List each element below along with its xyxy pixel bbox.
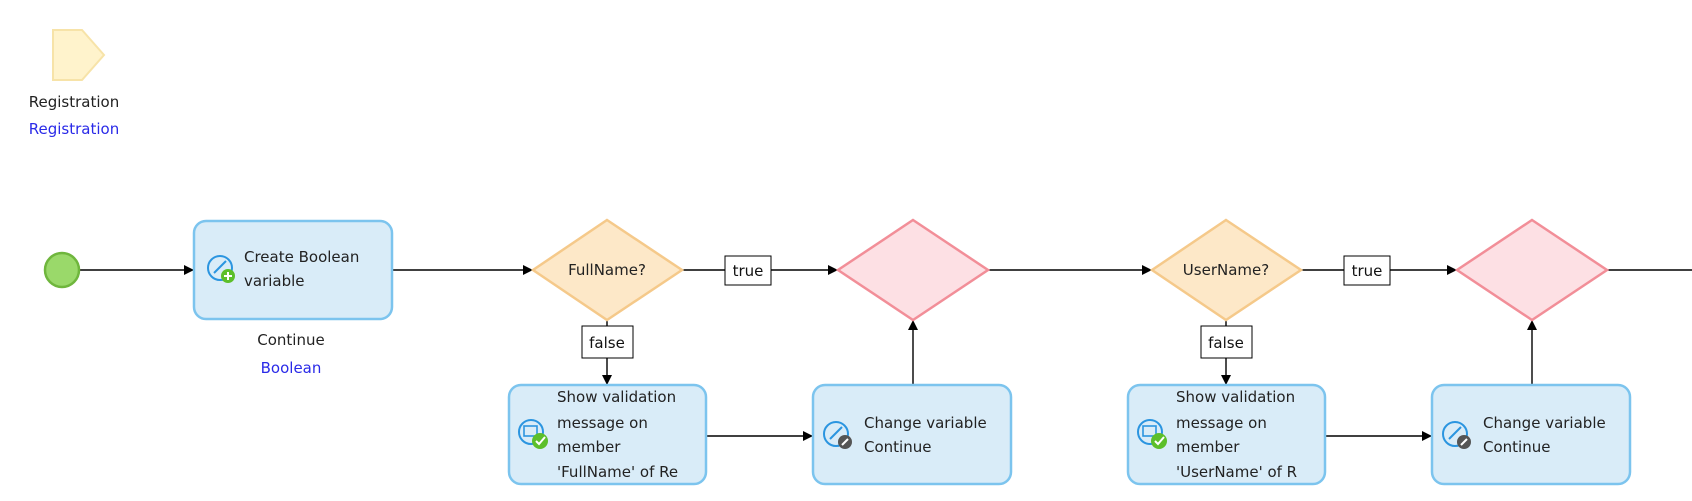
decision-label: FullName?	[568, 261, 646, 279]
decision-username[interactable]: UserName?	[1149, 218, 1304, 322]
activity-label-line: variable	[244, 272, 305, 290]
edge-label-false: false	[581, 325, 634, 359]
decision-fullname[interactable]: FullName?	[530, 218, 685, 322]
activity-label-line: member	[557, 438, 621, 456]
edge-label-true: true	[1343, 255, 1391, 286]
svg-text:true: true	[1352, 262, 1383, 280]
parameter-registration[interactable]: Registration Registration	[29, 29, 119, 138]
activity-change-variable[interactable]: Change variable Continue	[1430, 383, 1632, 486]
activity-change-variable[interactable]: Change variable Continue	[811, 383, 1013, 486]
change-variable-icon	[823, 421, 852, 449]
activity-label-line: Change variable	[1483, 414, 1606, 432]
edge-label-true: true	[724, 255, 772, 286]
start-event-icon[interactable]	[43, 251, 81, 289]
svg-text:false: false	[589, 334, 625, 352]
svg-text:false: false	[1208, 334, 1244, 352]
variable-output-name: Continue	[257, 331, 324, 349]
activity-label-line: Show validation	[1176, 388, 1295, 406]
activity-label-line: member	[1176, 438, 1240, 456]
sequence-flows	[80, 265, 1692, 441]
parameter-icon	[52, 29, 106, 81]
activity-create-variable[interactable]: Create Boolean variable	[192, 219, 394, 321]
merge-gateway[interactable]	[1454, 218, 1610, 322]
activity-label-line: Change variable	[864, 414, 987, 432]
activity-label-line: 'UserName' of R	[1176, 463, 1297, 481]
parameter-name: Registration	[29, 93, 119, 111]
activity-label-line: 'FullName' of Re	[557, 463, 678, 481]
create-variable-icon	[207, 255, 235, 283]
activity-label-line: message on	[1176, 414, 1267, 432]
activity-label-line: Create Boolean	[244, 248, 359, 266]
validation-message-icon	[1137, 419, 1167, 449]
svg-text:true: true	[733, 262, 764, 280]
parameter-type[interactable]: Registration	[29, 120, 119, 138]
merge-gateway[interactable]	[835, 218, 991, 322]
activity-validate-username[interactable]: Show validation message on member 'UserN…	[1126, 383, 1327, 486]
variable-output-type[interactable]: Boolean	[261, 359, 322, 377]
edge-label-false: false	[1200, 325, 1253, 359]
activity-label-line: Continue	[864, 438, 931, 456]
activity-validate-fullname[interactable]: Show validation message on member 'FullN…	[507, 383, 708, 486]
validation-message-icon	[518, 419, 548, 449]
change-variable-icon	[1442, 421, 1471, 449]
decision-label: UserName?	[1183, 261, 1269, 279]
activity-label-line: Show validation	[557, 388, 676, 406]
activity-label-line: Continue	[1483, 438, 1550, 456]
activity-label-line: message on	[557, 414, 648, 432]
